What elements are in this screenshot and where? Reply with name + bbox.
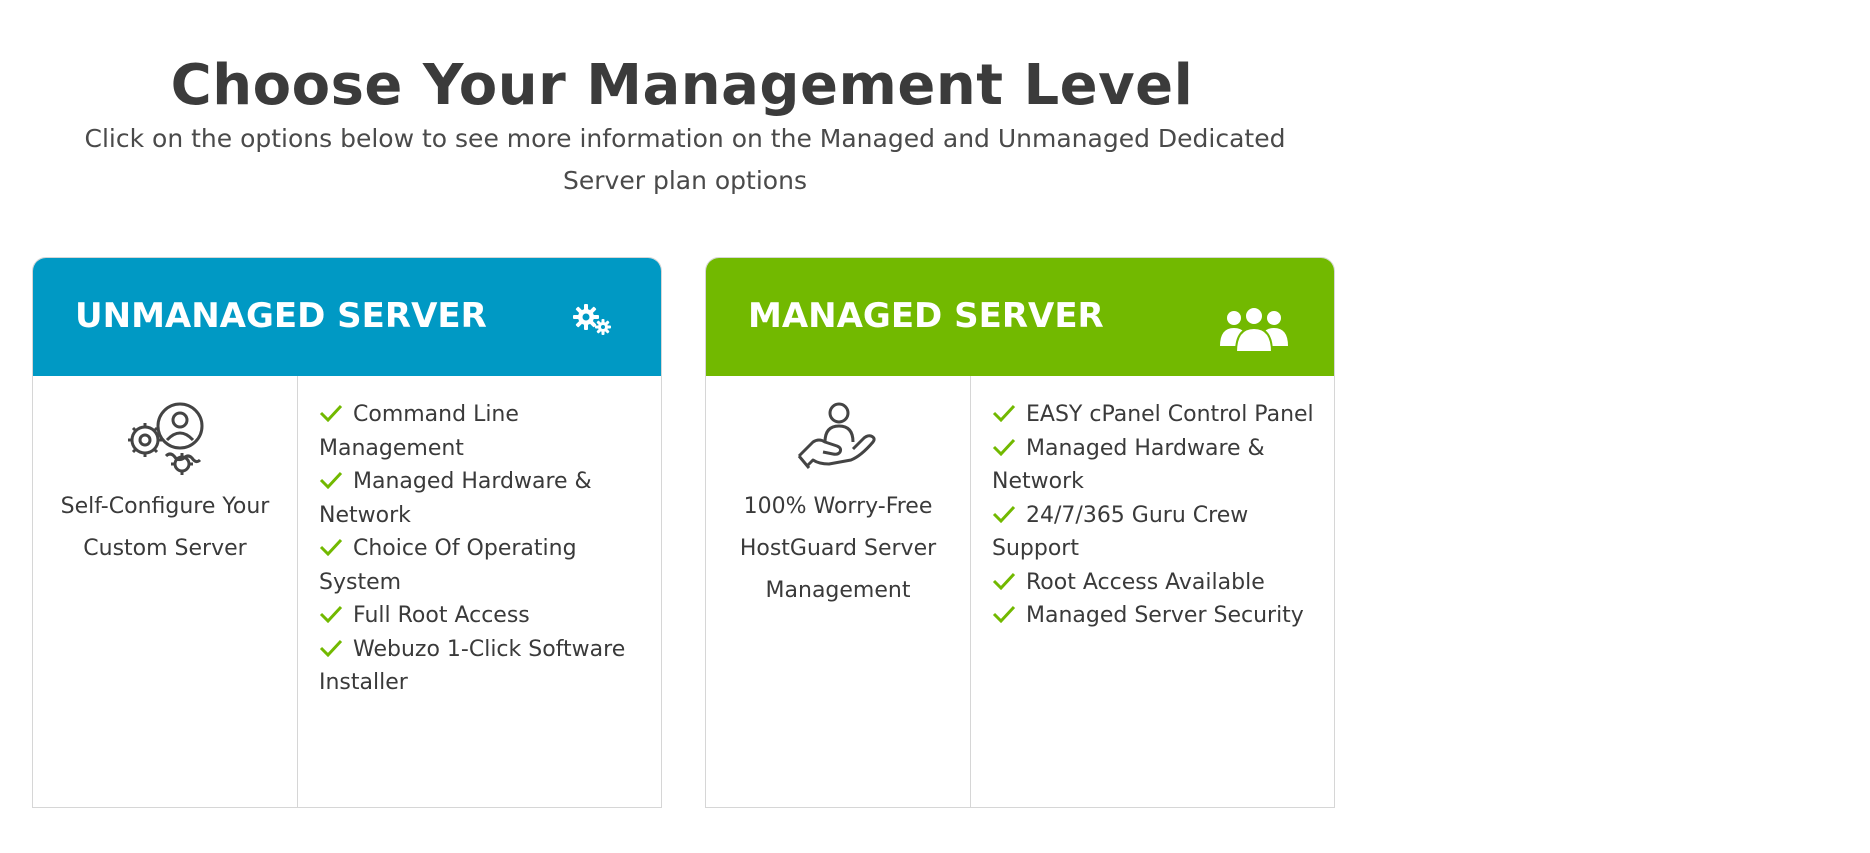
check-icon	[992, 572, 1016, 590]
list-item: Managed Hardware & Network	[992, 435, 1265, 495]
page-subtitle: Click on the options below to see more i…	[40, 118, 1330, 202]
list-item: EASY cPanel Control Panel	[992, 398, 1314, 432]
check-icon	[319, 404, 343, 422]
gear-user-icon	[122, 400, 208, 480]
list-item: Command Line Management	[319, 402, 519, 461]
list-item: Managed Hardware & Network	[319, 469, 592, 528]
unmanaged-feature-summary: Self-Configure Your Custom Server	[33, 376, 298, 807]
unmanaged-card-body: Self-Configure Your Custom Server Comman…	[33, 376, 661, 807]
gears-icon	[571, 302, 613, 340]
list-item: Root Access Available	[992, 566, 1314, 600]
managed-feature-line-1: 100% Worry-Free	[743, 494, 933, 519]
unmanaged-feature-line-1: Self-Configure Your	[60, 494, 270, 519]
check-icon	[319, 605, 343, 623]
check-icon	[319, 639, 343, 657]
list-item: Webuzo 1-Click Software Installer	[319, 636, 626, 696]
unmanaged-card-header[interactable]: UNMANAGED SERVER	[33, 258, 661, 376]
managed-card-header[interactable]: MANAGED SERVER	[706, 258, 1334, 376]
managed-card-title: MANAGED SERVER	[748, 296, 1104, 336]
list-item: Managed Server Security	[992, 599, 1314, 633]
managed-feature-line-2: HostGuard Server	[739, 536, 937, 561]
check-icon	[992, 605, 1016, 623]
list-item: Choice Of Operating System	[319, 536, 577, 595]
subtitle-line-1: Click on the options below to see more i…	[84, 124, 1286, 153]
unmanaged-feature-line-2: Custom Server	[83, 536, 247, 561]
subtitle-line-2: Server plan options	[563, 166, 807, 195]
managed-features-list: EASY cPanel Control Panel Managed Hardwa…	[992, 398, 1314, 633]
unmanaged-feature-text: Self-Configure Your Custom Server	[43, 486, 287, 570]
list-item: Full Root Access	[319, 599, 641, 633]
check-icon	[992, 438, 1016, 456]
managed-feature-summary: 100% Worry-Free HostGuard Server Managem…	[706, 376, 971, 807]
managed-server-card[interactable]: MANAGED SERVER	[705, 257, 1335, 808]
managed-card-body: 100% Worry-Free HostGuard Server Managem…	[706, 376, 1334, 807]
check-icon	[319, 471, 343, 489]
hand-user-icon	[795, 400, 881, 480]
check-icon	[992, 505, 1016, 523]
check-icon	[319, 538, 343, 556]
list-item: 24/7/365 Guru Crew Support	[992, 502, 1249, 562]
managed-feature-line-3: Management	[765, 578, 911, 603]
page-title: Choose Your Management Level	[170, 53, 1194, 118]
unmanaged-features-list: Command Line Management Managed Hardware…	[319, 398, 641, 700]
check-icon	[992, 404, 1016, 422]
unmanaged-server-card[interactable]: UNMANAGED SERVER	[32, 257, 662, 808]
users-group-icon	[1218, 306, 1290, 356]
managed-feature-text: 100% Worry-Free HostGuard Server Managem…	[716, 486, 960, 612]
unmanaged-card-title: UNMANAGED SERVER	[75, 296, 487, 336]
